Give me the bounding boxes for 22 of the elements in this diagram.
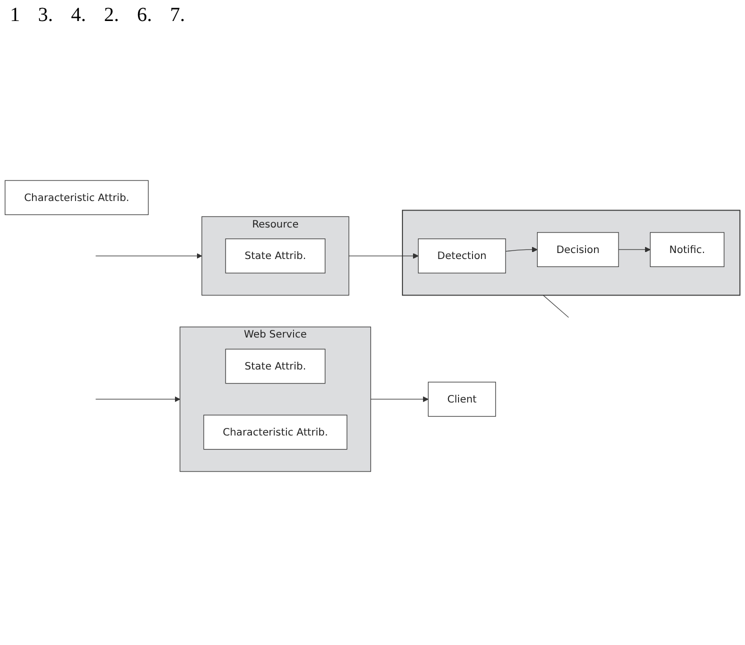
callout-number: 3.: [38, 4, 53, 27]
callout-number: 2.: [104, 4, 119, 27]
callout-number: 4.: [71, 4, 86, 27]
callout-number: 6.: [137, 4, 152, 27]
arrow: [348, 253, 419, 259]
arrow: [95, 253, 202, 259]
node-box: Notific.: [650, 232, 724, 268]
node-box: Characteristic Attrib.: [4, 180, 149, 216]
callout-number: 1: [10, 4, 20, 27]
arrow: [370, 396, 428, 402]
cluster: [402, 210, 740, 296]
arrow: [618, 246, 650, 252]
node-box: Client: [428, 382, 496, 417]
connector: [542, 294, 569, 318]
node-box: Characteristic Attrib.: [203, 414, 348, 450]
callout-number: 7.: [170, 4, 185, 27]
node-box: State Attrib.: [225, 348, 326, 384]
node-box: Decision: [537, 232, 619, 268]
arrow: [95, 396, 180, 402]
node-box: Detection: [418, 238, 506, 274]
arrow: [505, 246, 538, 252]
node-box: State Attrib.: [225, 238, 326, 274]
